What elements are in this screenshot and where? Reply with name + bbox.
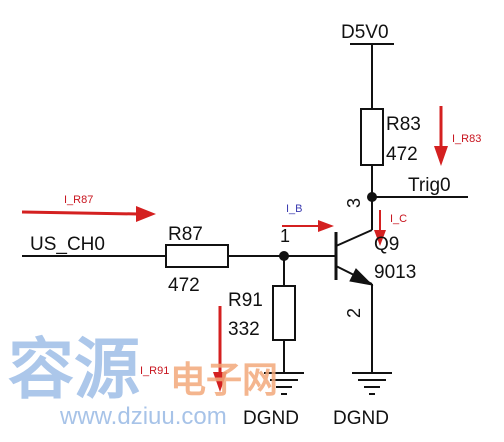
r83-value: 472: [386, 144, 418, 165]
transistor-q9: [334, 229, 374, 286]
current-label-i-b: I_B: [286, 203, 303, 215]
pin-collector-number: 3: [344, 198, 364, 208]
r87-value: 472: [168, 275, 200, 296]
q9-collector-lead: [335, 229, 373, 247]
net-label-gnd-right: DGND: [333, 408, 389, 429]
arrow-i-b-head: [318, 220, 334, 232]
net-label-gnd-left: DGND: [243, 408, 299, 429]
pin-base-number: 1: [280, 226, 290, 246]
current-label-i-c: I_C: [390, 213, 407, 225]
net-label-input: US_CH0: [30, 234, 105, 255]
watermark-url: www.dziuu.com: [59, 403, 227, 430]
current-arrows: [21, 106, 448, 392]
ground-symbol-left: [264, 372, 304, 395]
junction-base: [279, 251, 289, 261]
arrow-i-r87-head: [136, 206, 156, 222]
pin-emitter-number: 2: [344, 308, 364, 318]
resistor-r91: [272, 285, 296, 341]
r91-ref: R91: [228, 290, 263, 311]
r87-ref: R87: [168, 224, 203, 245]
q9-emitter-arrow: [349, 268, 374, 286]
arrow-i-r83-head: [434, 146, 448, 166]
ground-symbol-right: [352, 372, 392, 395]
current-label-i-r83: I_R83: [452, 133, 481, 145]
r91-value: 332: [228, 319, 260, 340]
resistor-r83: [360, 108, 384, 166]
junction-collector: [367, 192, 377, 202]
q9-value: 9013: [374, 262, 416, 283]
watermark-chinese-sub: 电子网: [170, 359, 278, 400]
current-label-i-r91: I_R91: [140, 365, 169, 377]
arrow-i-r91-head: [213, 372, 227, 392]
current-label-i-r87: I_R87: [64, 194, 93, 206]
resistor-r87: [165, 244, 229, 268]
arrow-i-c-head: [374, 230, 386, 246]
net-label-output: Trig0: [408, 175, 451, 196]
arrow-i-r87-shaft: [21, 210, 139, 216]
q9-ref: Q9: [374, 234, 399, 255]
net-label-supply: D5V0: [341, 22, 389, 43]
watermark-chinese-main: 容源: [8, 332, 140, 406]
r83-ref: R83: [386, 114, 421, 135]
